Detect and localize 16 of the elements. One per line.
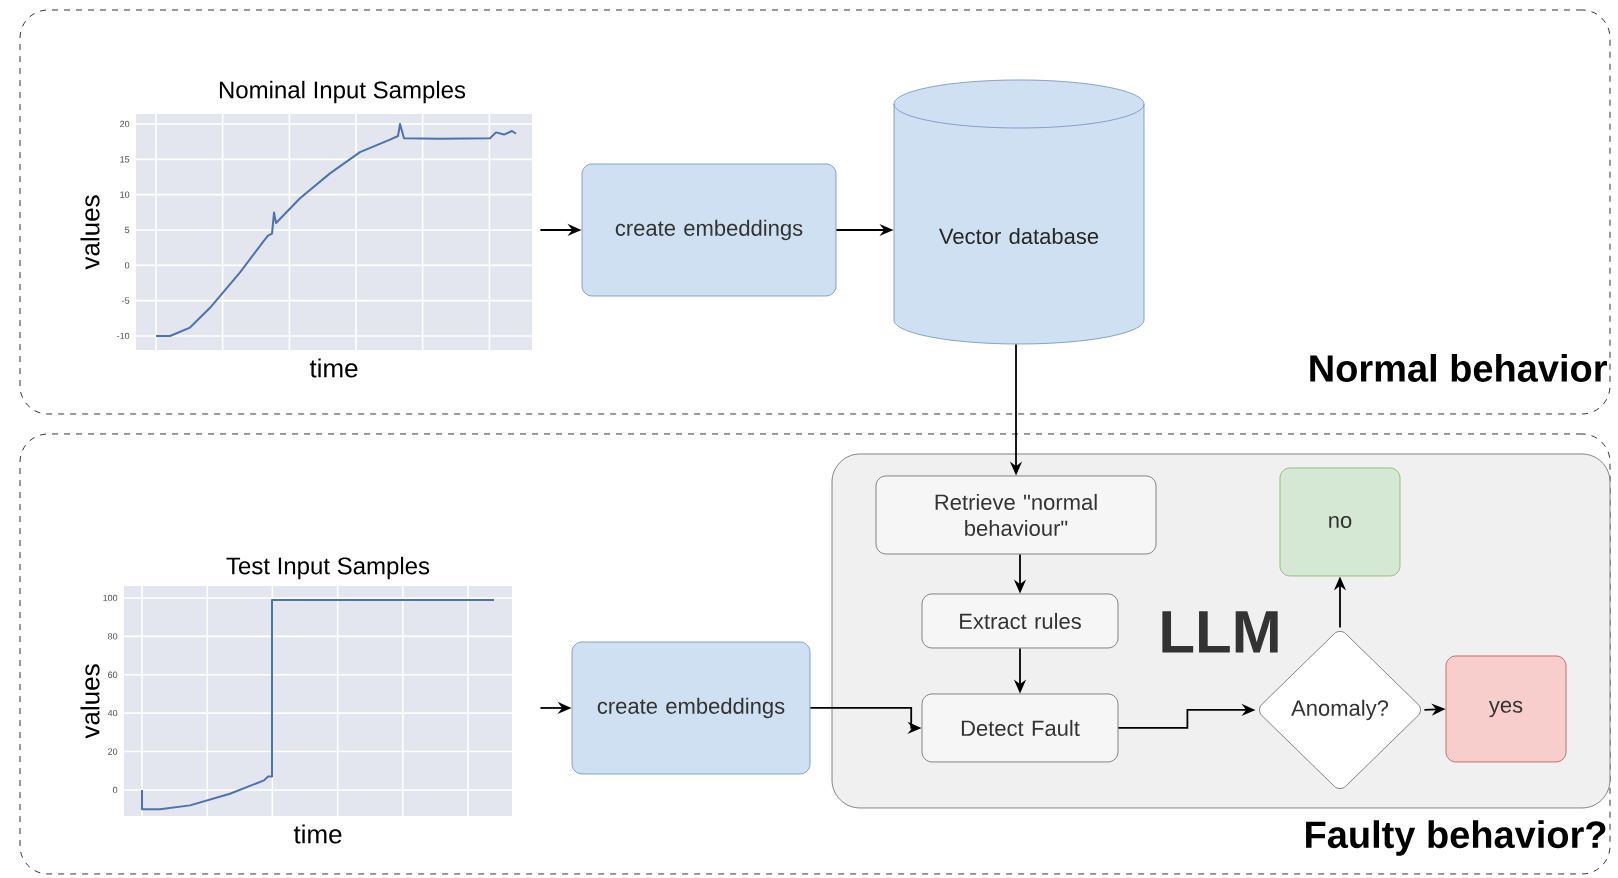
process-box: Extract rules [921, 593, 1119, 649]
process-box: create embeddings [581, 163, 837, 297]
database-cylinder: Vector database [893, 79, 1145, 345]
axis-label: values [80, 195, 100, 270]
axis-label: time [293, 824, 342, 844]
process-box: yes [1445, 655, 1567, 763]
process-box: create embeddings [571, 641, 811, 775]
section-heading: Normal behavior [1310, 354, 1607, 382]
process-box: Retrieve "normal behaviour" [875, 475, 1157, 555]
chart-title: Nominal Input Samples [219, 80, 466, 104]
axis-label: time [309, 358, 358, 378]
chart-title: Test Input Samples [226, 556, 430, 580]
axis-label: values [80, 664, 100, 739]
process-box: Detect Fault [921, 693, 1119, 763]
section-heading: Faulty behavior? [1306, 820, 1606, 856]
process-box: no [1279, 467, 1401, 577]
